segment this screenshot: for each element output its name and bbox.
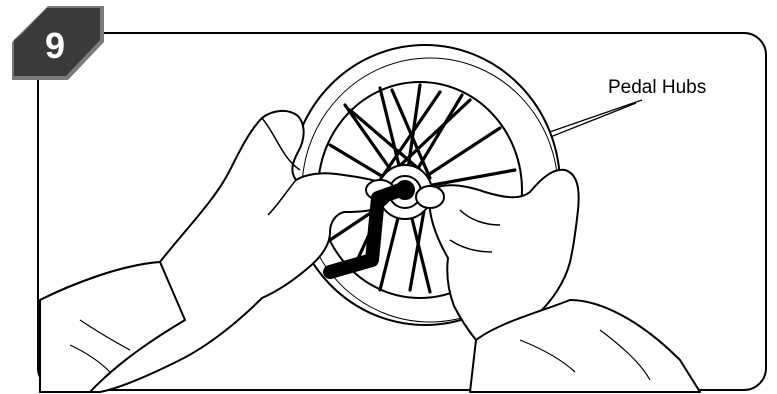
right-thumb xyxy=(416,186,444,208)
step-number: 9 xyxy=(45,25,65,66)
callout-label: Pedal Hubs xyxy=(608,77,706,98)
right-hand xyxy=(416,170,700,392)
step-badge: 9 xyxy=(12,6,104,80)
